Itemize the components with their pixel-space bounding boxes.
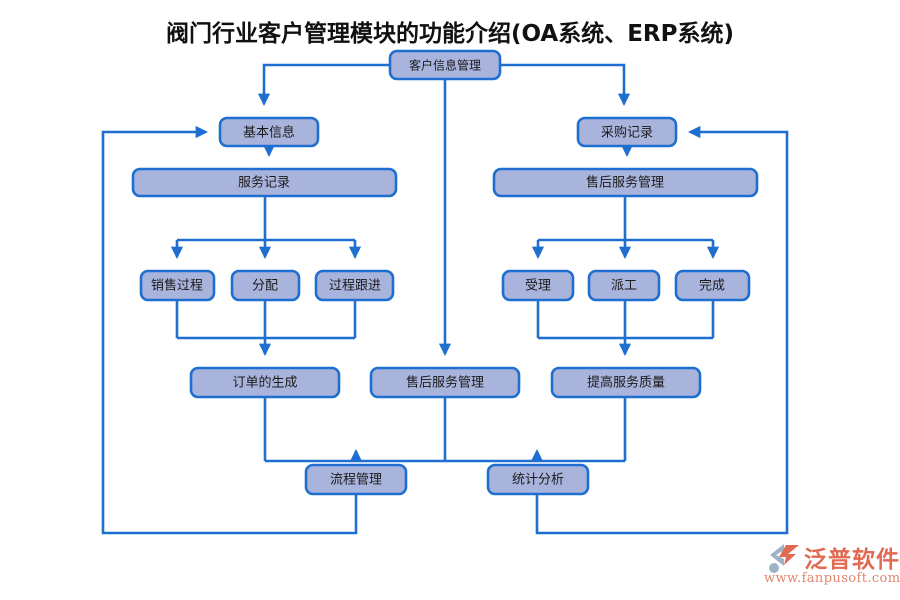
node-label: 售后服务管理 bbox=[406, 375, 484, 391]
node-order-generation[interactable]: 订单的生成 bbox=[189, 366, 341, 399]
edge-feedback-right bbox=[535, 125, 789, 535]
node-label: 销售过程 bbox=[151, 278, 203, 294]
node-complete[interactable]: 完成 bbox=[674, 269, 751, 302]
node-label: 完成 bbox=[699, 279, 725, 294]
node-label: 流程管理 bbox=[330, 473, 382, 488]
node-assignment[interactable]: 分配 bbox=[230, 269, 301, 302]
node-aftersales-service-management-top[interactable]: 售后服务管理 bbox=[492, 167, 759, 198]
node-label: 过程跟进 bbox=[329, 279, 381, 294]
node-dispatch[interactable]: 派工 bbox=[587, 269, 661, 302]
node-customer-info-management[interactable]: 客户信息管理 bbox=[388, 49, 502, 81]
node-label: 基本信息 bbox=[243, 125, 295, 141]
node-improve-service-quality[interactable]: 提高服务质量 bbox=[550, 366, 702, 399]
node-label: 统计分析 bbox=[512, 473, 564, 488]
edge-n1-n2 bbox=[257, 63, 390, 107]
node-label: 提高服务质量 bbox=[587, 375, 665, 391]
node-aftersales-service-management-bottom[interactable]: 售后服务管理 bbox=[369, 366, 521, 399]
node-purchase-record[interactable]: 采购记录 bbox=[576, 116, 678, 148]
node-label: 派工 bbox=[611, 279, 637, 294]
connector-layer bbox=[101, 63, 789, 535]
page-title: 阀门行业客户管理模块的功能介绍(OA系统、ERP系统) bbox=[165, 21, 735, 47]
node-process-followup[interactable]: 过程跟进 bbox=[314, 269, 395, 302]
node-label: 服务记录 bbox=[238, 175, 290, 191]
node-basic-info[interactable]: 基本信息 bbox=[218, 116, 320, 148]
node-label: 受理 bbox=[525, 279, 551, 294]
company-logo: 泛普软件 www.fanpusoft.com bbox=[762, 538, 900, 594]
edge-feedback-left bbox=[101, 125, 358, 535]
node-service-record[interactable]: 服务记录 bbox=[131, 167, 398, 198]
node-sales-process[interactable]: 销售过程 bbox=[139, 269, 216, 302]
node-label: 采购记录 bbox=[601, 125, 653, 141]
fanpu-logo-icon bbox=[769, 544, 799, 573]
node-acceptance[interactable]: 受理 bbox=[501, 269, 575, 302]
node-label: 售后服务管理 bbox=[586, 175, 664, 191]
node-layer: 客户信息管理 基本信息 采购记录 服务记录 售后服务管理 销售过程 bbox=[131, 49, 759, 496]
logo-url-text: www.fanpusoft.com bbox=[764, 571, 900, 586]
node-statistical-analysis[interactable]: 统计分析 bbox=[486, 463, 590, 496]
node-label: 客户信息管理 bbox=[409, 58, 481, 73]
node-label: 订单的生成 bbox=[232, 375, 297, 391]
node-process-management[interactable]: 流程管理 bbox=[304, 463, 408, 496]
node-label: 分配 bbox=[252, 279, 278, 294]
edge-n1-n3 bbox=[500, 63, 631, 107]
logo-brand-text: 泛普软件 bbox=[804, 547, 900, 573]
